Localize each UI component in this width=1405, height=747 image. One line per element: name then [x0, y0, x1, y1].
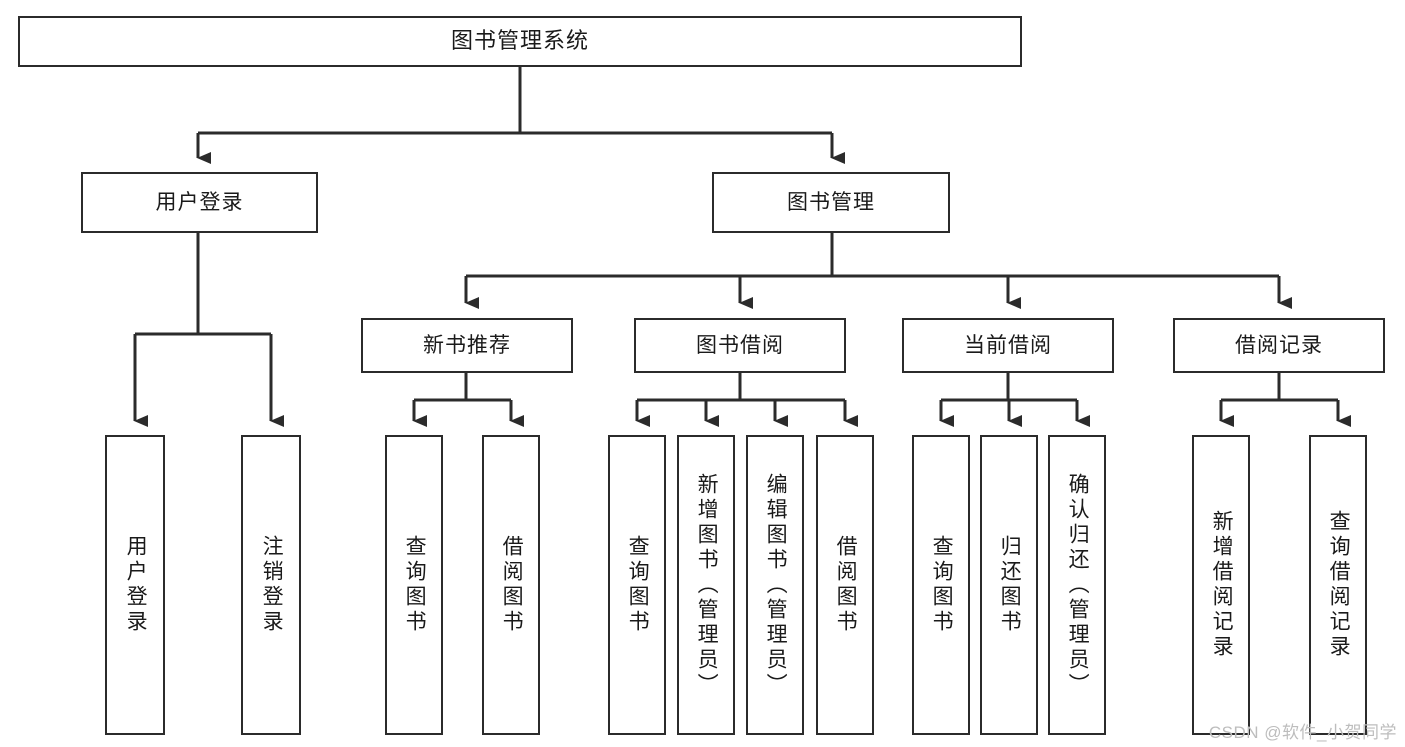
node-label: 注销登录: [260, 535, 284, 635]
node-label: 新书推荐: [423, 333, 511, 357]
node-book-borrow[interactable]: 图书借阅: [634, 318, 846, 373]
node-label: 图书管理: [787, 190, 875, 214]
node-label: 新增图书（管理员）: [695, 472, 719, 698]
node-label: 查询图书: [403, 535, 427, 635]
node-new-book-recommend[interactable]: 新书推荐: [361, 318, 573, 373]
leaf-add-book-admin[interactable]: 新增图书（管理员）: [677, 435, 735, 735]
leaf-query-book-current[interactable]: 查询图书: [912, 435, 970, 735]
node-label: 当前借阅: [964, 333, 1052, 357]
leaf-logout[interactable]: 注销登录: [241, 435, 301, 735]
node-label: 查询图书: [930, 535, 954, 635]
node-label: 用户登录: [155, 190, 244, 214]
leaf-query-book-borrow[interactable]: 查询图书: [608, 435, 666, 735]
leaf-add-borrow-record[interactable]: 新增借阅记录: [1192, 435, 1250, 735]
leaf-confirm-return-admin[interactable]: 确认归还（管理员）: [1048, 435, 1106, 735]
leaf-query-book-recommend[interactable]: 查询图书: [385, 435, 443, 735]
node-root-book-management-system[interactable]: 图书管理系统: [18, 16, 1022, 67]
node-label: 新增借阅记录: [1210, 510, 1234, 660]
node-label: 编辑图书（管理员）: [764, 472, 788, 698]
node-label: 借阅记录: [1235, 333, 1323, 357]
leaf-user-login[interactable]: 用户登录: [105, 435, 165, 735]
node-label: 图书管理系统: [450, 28, 589, 54]
leaf-borrow-book[interactable]: 借阅图书: [816, 435, 874, 735]
node-current-borrow[interactable]: 当前借阅: [902, 318, 1114, 373]
leaf-return-book[interactable]: 归还图书: [980, 435, 1038, 735]
node-label: 借阅图书: [500, 535, 524, 635]
node-label: 查询借阅记录: [1327, 510, 1351, 660]
watermark-text: CSDN @软件_小贺同学: [1208, 723, 1397, 742]
node-user-login[interactable]: 用户登录: [81, 172, 318, 233]
leaf-query-borrow-record[interactable]: 查询借阅记录: [1309, 435, 1367, 735]
node-label: 查询图书: [626, 535, 650, 635]
node-borrow-record[interactable]: 借阅记录: [1173, 318, 1385, 373]
node-label: 确认归还（管理员）: [1066, 472, 1090, 698]
node-label: 图书借阅: [696, 333, 784, 357]
node-book-management[interactable]: 图书管理: [712, 172, 950, 233]
leaf-borrow-book-recommend[interactable]: 借阅图书: [482, 435, 540, 735]
leaf-edit-book-admin[interactable]: 编辑图书（管理员）: [746, 435, 804, 735]
node-label: 用户登录: [124, 535, 148, 635]
node-label: 归还图书: [998, 535, 1022, 635]
node-label: 借阅图书: [834, 535, 858, 635]
